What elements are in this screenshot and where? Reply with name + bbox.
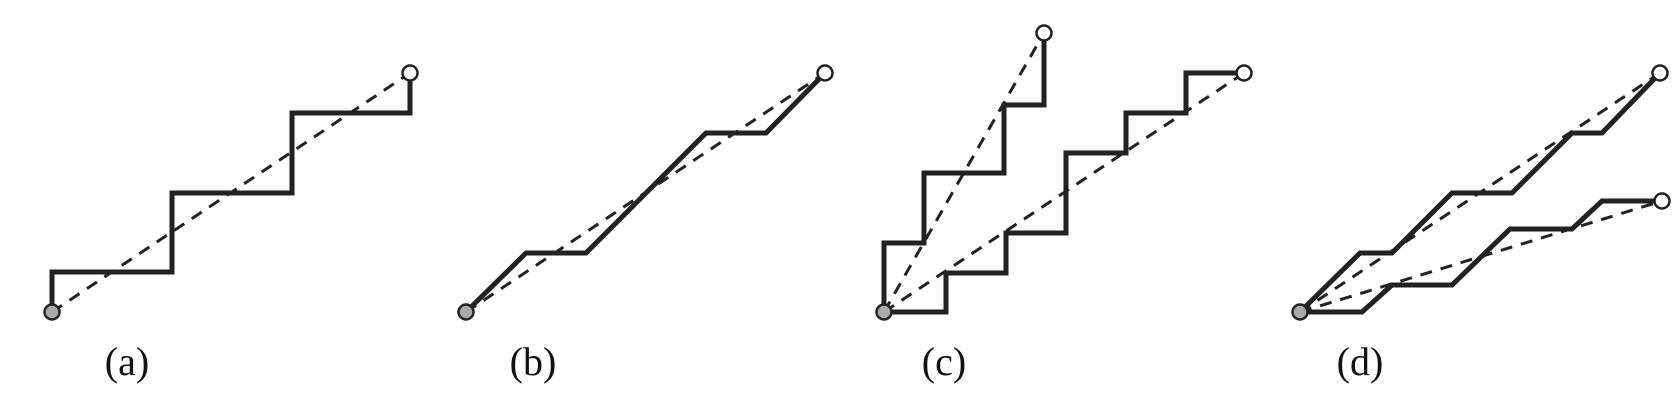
panel-a-end-node <box>401 64 419 82</box>
panel-a-staircase-path <box>49 73 413 312</box>
panel-d-staircase-path-upper <box>1298 71 1662 314</box>
panel-c-staircase-path-shallow <box>884 70 1244 315</box>
panel-d-label: (d) <box>1337 339 1384 384</box>
panel-c: (c) <box>875 24 1253 384</box>
panel-d-staircase-path-lower <box>1300 198 1662 315</box>
panel-b-end-node <box>816 64 834 82</box>
panel-b-start-node <box>457 303 475 321</box>
panel-b-staircase-path <box>464 71 827 314</box>
panel-c-dashed-segment-steep <box>882 32 1046 313</box>
panel-c-end-node-steep <box>1035 24 1053 42</box>
panel-d-end-node-lower <box>1653 192 1671 210</box>
panel-c-staircase-path-steep <box>881 33 1047 312</box>
panel-b: (b) <box>457 64 834 384</box>
panel-d-end-node-upper <box>1651 64 1669 82</box>
panel-c-end-node-shallow <box>1235 64 1253 82</box>
panel-a: (a) <box>43 64 419 384</box>
panel-a-start-node <box>43 303 61 321</box>
panel-c-label: (c) <box>922 339 966 384</box>
panel-b-label: (b) <box>510 339 557 384</box>
panel-c-start-node <box>875 303 893 321</box>
panel-d-start-node <box>1291 303 1309 321</box>
panel-d: (d) <box>1291 64 1671 384</box>
panel-a-label: (a) <box>105 339 149 384</box>
